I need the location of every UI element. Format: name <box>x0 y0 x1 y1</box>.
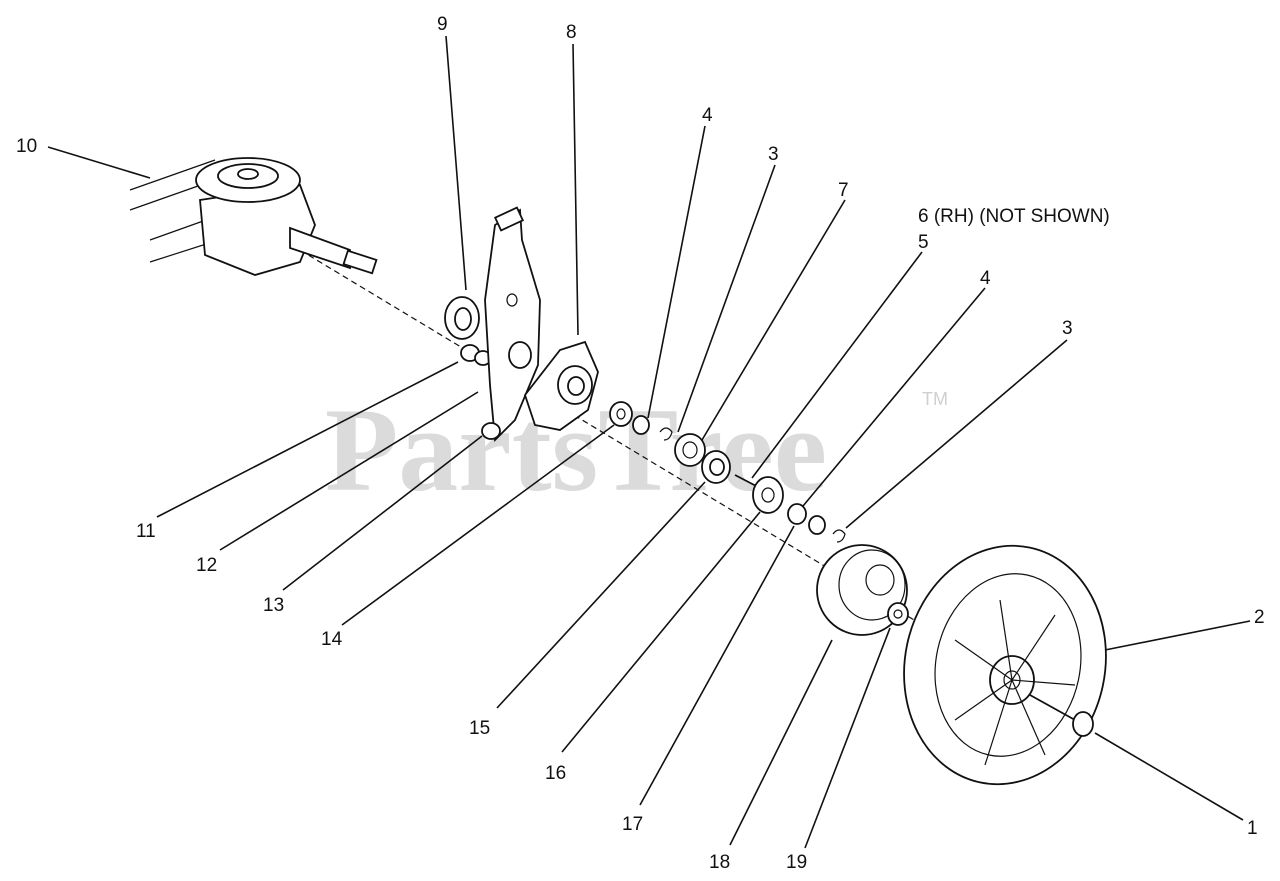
callout-17: 17 <box>622 814 643 835</box>
callout-19: 19 <box>786 852 807 873</box>
wheel-assembly[interactable] <box>882 527 1128 803</box>
spacer-4a[interactable] <box>632 415 650 435</box>
callout-18: 18 <box>709 852 730 873</box>
axle-bolt[interactable] <box>1029 694 1094 737</box>
flat-washer-17[interactable] <box>808 515 826 535</box>
watermark-trademark: TM <box>922 389 948 409</box>
leader-lines <box>47 35 1251 849</box>
wheel-gear-cup[interactable] <box>816 544 908 636</box>
flat-washer-19[interactable] <box>887 602 909 626</box>
callout-5: 5 <box>918 232 929 253</box>
retaining-clip-3a[interactable] <box>659 427 673 441</box>
callout-2: 2 <box>1254 607 1265 628</box>
pivot-arm-housing[interactable] <box>523 340 599 431</box>
dust-cover[interactable] <box>674 433 706 467</box>
callout-9: 9 <box>437 14 448 35</box>
callout-4a: 4 <box>702 105 713 126</box>
callout-3a: 3 <box>768 144 779 165</box>
bearing[interactable] <box>701 450 731 484</box>
callout-16: 16 <box>545 763 566 784</box>
callout-4b: 4 <box>980 268 991 289</box>
callout-15: 15 <box>469 718 490 739</box>
callout-8: 8 <box>566 22 577 43</box>
retaining-clip-3b[interactable] <box>832 529 846 543</box>
pinion-gear[interactable] <box>752 476 784 514</box>
hex-nut[interactable] <box>481 422 501 440</box>
callout-11: 11 <box>136 521 156 542</box>
callout-labels: 10 9 8 4 3 7 6 (RH) (NOT SHOWN) 5 4 3 2 … <box>16 14 1265 873</box>
spacer-4b[interactable] <box>787 503 807 525</box>
seal-ring[interactable] <box>444 296 480 340</box>
callout-1: 1 <box>1247 818 1258 839</box>
assembly-axis <box>299 249 1081 721</box>
callout-10: 10 <box>16 136 37 157</box>
callout-13: 13 <box>263 595 284 616</box>
callout-3b: 3 <box>1062 318 1073 339</box>
washer-nut-stack[interactable] <box>460 344 492 366</box>
flat-washer-14[interactable] <box>609 401 633 427</box>
note-rh-not-shown: 6 (RH) (NOT SHOWN) <box>918 206 1110 227</box>
callout-12: 12 <box>196 555 217 576</box>
callout-7: 7 <box>838 180 849 201</box>
callout-14: 14 <box>321 629 343 650</box>
transmission-drive-shaft[interactable] <box>129 157 378 276</box>
